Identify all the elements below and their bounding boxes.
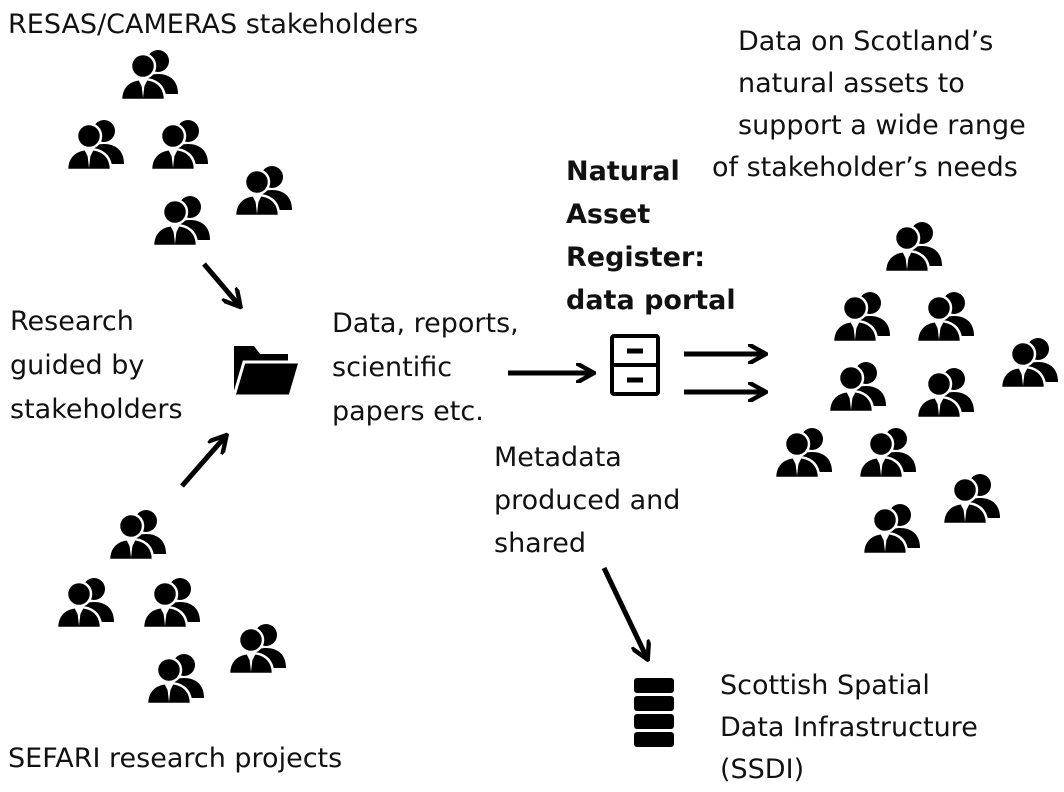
folder-icon [231, 346, 303, 398]
people-group-icon [55, 576, 116, 630]
portal-label-line-3: Register: [566, 242, 706, 273]
people-group-icon [827, 360, 888, 414]
database-server-icon [634, 678, 674, 747]
outputs-label-line-3: papers etc. [332, 396, 484, 427]
outputs-label-line-1: Data, reports, [332, 308, 519, 339]
people-group-icon [883, 220, 944, 274]
people-group-icon [857, 426, 918, 480]
scotland-data-line-4: of stakeholder’s needs [712, 152, 1018, 183]
people-group-icon [773, 426, 834, 480]
people-group-icon [915, 290, 976, 344]
metadata-label-line-1: Metadata [494, 442, 622, 473]
research-label-line-2: guided by [10, 350, 145, 381]
arrow-icon [180, 438, 224, 488]
people-group-icon [941, 472, 1002, 526]
research-projects-group-title: SEFARI research projects [8, 743, 343, 774]
filing-cabinet-icon [610, 334, 660, 396]
scotland-data-line-2: natural assets to [738, 68, 965, 99]
stakeholders-group-title: RESAS/CAMERAS stakeholders [8, 9, 419, 40]
people-group-icon [227, 622, 288, 676]
arrow-icon [601, 566, 646, 656]
people-group-icon [141, 576, 202, 630]
people-group-icon [915, 366, 976, 420]
scotland-data-line-1: Data on Scotland’s [738, 26, 994, 57]
people-group-icon [151, 194, 212, 248]
people-group-icon [831, 290, 892, 344]
research-label-line-1: Research [10, 306, 134, 337]
people-group-icon [65, 118, 126, 172]
outputs-label-line-2: scientific [332, 352, 453, 383]
people-group-icon [149, 118, 210, 172]
portal-label-line-4: data portal [566, 285, 736, 316]
people-group-icon [145, 652, 206, 706]
ssdi-label-line-1: Scottish Spatial [720, 670, 930, 701]
ssdi-label-line-2: Data Infrastructure [720, 712, 978, 743]
scotland-data-line-3: support a wide range [738, 110, 1026, 141]
research-label-line-3: stakeholders [10, 394, 183, 425]
arrow-icon [202, 262, 238, 304]
people-group-icon [107, 508, 168, 562]
portal-label-line-1: Natural [566, 156, 680, 187]
people-group-icon [999, 336, 1060, 390]
people-group-icon [119, 48, 180, 102]
metadata-label-line-2: produced and [494, 485, 681, 516]
metadata-label-line-3: shared [494, 528, 586, 559]
people-group-icon [233, 164, 294, 218]
portal-label-line-2: Asset [566, 199, 651, 230]
people-group-icon [861, 502, 922, 556]
